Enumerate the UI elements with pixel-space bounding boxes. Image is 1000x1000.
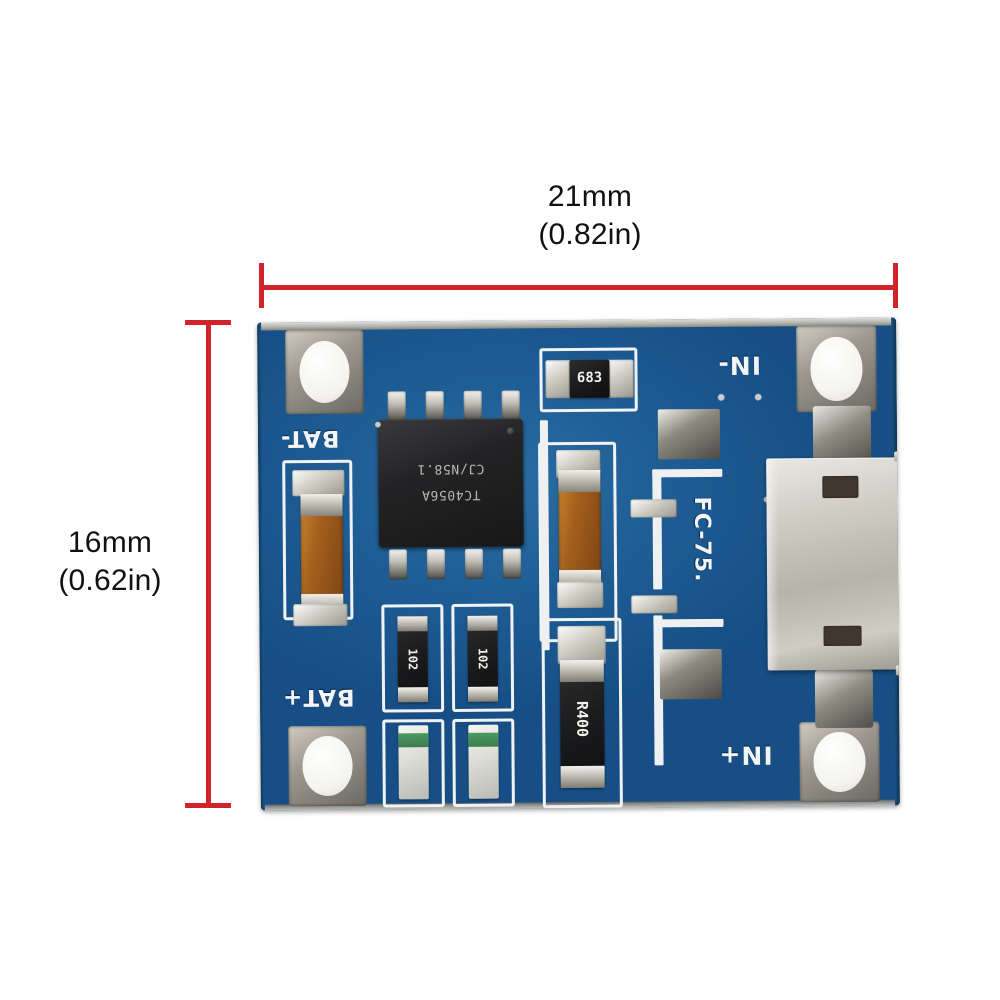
tantalum-capacitor-center: [558, 469, 602, 593]
width-dimension-cap-right: [893, 263, 898, 308]
resistor-102-b-term-bottom: [467, 687, 499, 702]
height-dimension-cap-top: [185, 320, 231, 325]
solder-joint-center-cap-bottom: [557, 581, 604, 609]
pcb-substrate: BAT- BAT+ IN- IN+ FC-75. CJ/N58.1 TC4056…: [257, 317, 900, 811]
solder-pad-usb-shell-lower: [659, 648, 723, 700]
ic-pin-7: [464, 548, 484, 579]
ic-pin1-marker-dot: [506, 427, 514, 435]
solder-joint-bat-minus-lower: [293, 603, 348, 627]
resistor-102-a-marking: 102: [405, 648, 420, 671]
via-top-a: [717, 393, 725, 401]
resistor-102-a-term-top: [397, 616, 428, 632]
resistor-r400-term-bottom: [560, 766, 605, 789]
usb-shell-highlight: [766, 458, 780, 671]
ic-pin-5: [388, 549, 408, 580]
resistor-102-a: 102: [397, 616, 429, 703]
mounting-hole-top-left: [285, 329, 364, 415]
resistor-102-b: 102: [467, 615, 499, 702]
usb-solder-tab-bottom: [814, 669, 874, 729]
ic-tc4056a: CJ/N58.1 TC4056A: [377, 418, 524, 548]
silkscreen-label-in-plus: IN+: [718, 740, 773, 770]
solder-blob-usb-left-mid-b: [631, 595, 678, 614]
solder-blob-usb-left-mid-a: [630, 499, 677, 518]
silkscreen-label-bat-minus: BAT-: [279, 424, 340, 452]
ic-marking-line1: CJ/N58.1: [416, 460, 485, 477]
capacitor-center-terminal-top: [558, 469, 601, 493]
trace-horizontal-b: [653, 618, 724, 628]
silkscreen-label-in-minus: IN-: [717, 350, 762, 380]
ic-pin-4: [501, 390, 520, 421]
trace-horizontal-a: [652, 468, 723, 478]
micro-usb-connector: [766, 451, 900, 676]
usb-shell-tab-upper: [894, 451, 900, 462]
usb-shell-latch-slot-top: [822, 475, 859, 499]
resistor-683: 683: [569, 359, 610, 399]
capacitor-terminal-top: [300, 493, 343, 517]
width-metric-value: 21mm: [547, 180, 633, 213]
ic-marking-line2: TC4056A: [421, 486, 481, 503]
silkscreen-label-fc75: FC-75.: [688, 496, 715, 583]
ic-pin-3: [463, 390, 482, 421]
height-dimension-label: 16mm (0.62in): [10, 524, 210, 601]
silkscreen-label-bat-plus: BAT+: [281, 683, 355, 711]
ic-pin-1: [387, 391, 406, 422]
height-metric-value: 16mm: [67, 526, 153, 559]
via-left: [374, 421, 381, 428]
height-dimension-cap-bottom: [185, 803, 231, 808]
usb-shell-latch-slot-bottom: [823, 625, 862, 647]
led-a-tint: [398, 733, 429, 748]
resistor-683-marking: 683: [576, 369, 603, 387]
tantalum-capacitor-left: [300, 493, 344, 617]
resistor-r400: R400: [559, 659, 605, 789]
mounting-hole-bottom-left: [288, 725, 367, 807]
width-dimension-label: 21mm (0.82in): [400, 178, 780, 255]
solder-joint-bat-minus: [292, 469, 345, 497]
ic-pin-2: [425, 391, 444, 422]
led-charging: [398, 725, 429, 800]
width-imperial-value: (0.82in): [538, 218, 642, 252]
led-full: [468, 724, 499, 799]
solder-pad-usb-shell-upper: [657, 408, 721, 460]
resistor-r400-term-top: [559, 659, 604, 682]
usb-solder-tab-top: [812, 405, 872, 465]
resistor-102-a-term-bottom: [397, 687, 429, 703]
trace-vertical-b: [652, 469, 663, 590]
resistor-r400-marking: R400: [573, 700, 592, 738]
solder-joint-r400-top: [557, 625, 606, 665]
led-b-tint: [468, 732, 499, 747]
usb-shell-tab-lower: [895, 665, 900, 676]
height-dimension-line: [206, 320, 211, 808]
mounting-hole-bottom-right: [799, 721, 880, 803]
width-dimension-cap-left: [259, 263, 264, 308]
pcb-edge-left: [257, 322, 265, 811]
height-imperial-value: (0.62in): [58, 564, 162, 598]
mounting-hole-top-right: [796, 325, 877, 413]
pcb-board: BAT- BAT+ IN- IN+ FC-75. CJ/N58.1 TC4056…: [257, 317, 900, 811]
resistor-102-b-term-top: [467, 615, 498, 631]
solder-joint-r683-left: [545, 360, 572, 399]
ic-pin-6: [426, 549, 446, 580]
via-top-b: [754, 393, 762, 401]
ic-pin-8: [502, 548, 522, 579]
width-dimension-line: [259, 285, 898, 290]
resistor-102-b-marking: 102: [475, 647, 490, 670]
